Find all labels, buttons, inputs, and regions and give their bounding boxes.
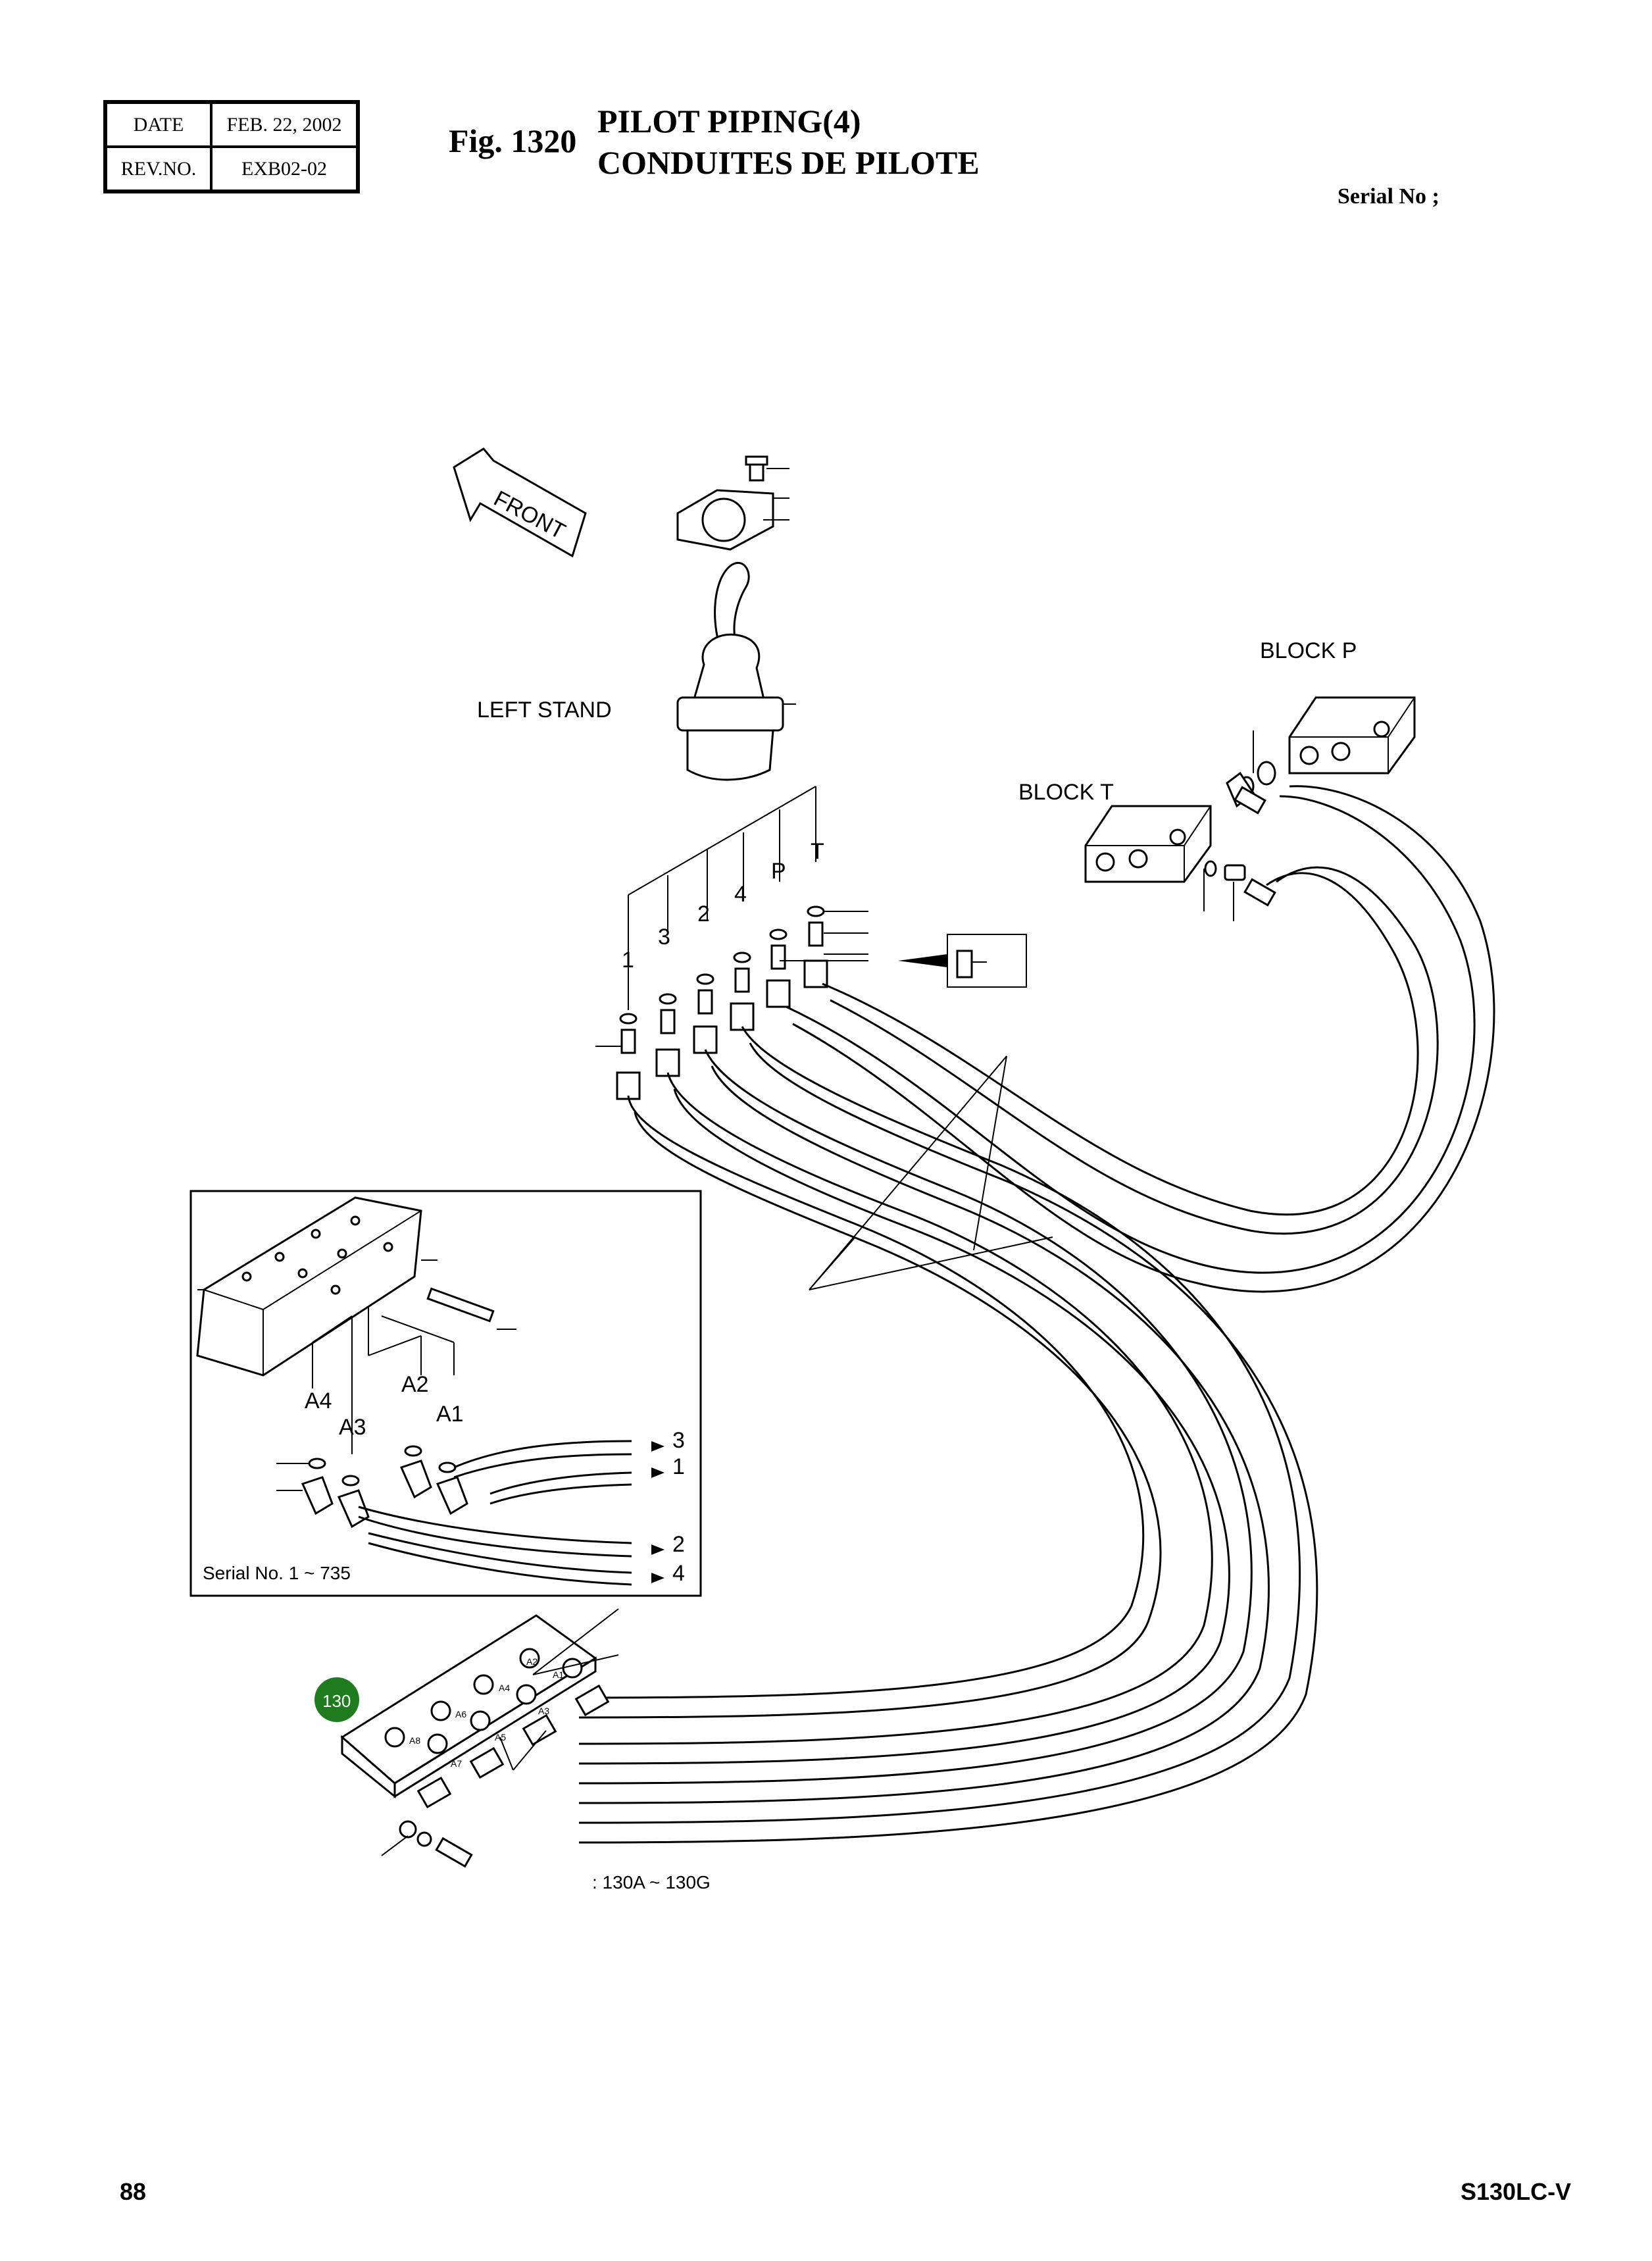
manifold-port-a2: A2 [526,1656,538,1667]
callout-130-badge [314,1677,359,1722]
range-note: : 130A ~ 130G [592,1872,711,1893]
serial-number-label: Serial No ; [1338,184,1439,209]
port-label-p: P [771,859,786,884]
date-value: FEB. 22, 2002 [211,103,357,147]
manifold-port-a6: A6 [455,1709,466,1719]
manifold-port-a8: A8 [409,1735,420,1746]
port-leader-tree: 1 3 2 4 P T [622,786,824,1010]
inset-port-a4: A4 [305,1388,332,1413]
inset-port-a3: A3 [339,1415,366,1440]
rev-value: EXB02-02 [211,147,357,191]
rev-label: REV.NO. [106,147,211,191]
mounting-hardware [676,455,789,551]
page-title: PILOT PIPING(4) [597,103,861,140]
manifold-port-a7: A7 [451,1758,462,1769]
manifold-port-a1: A1 [553,1669,564,1680]
manifold-port-a4: A4 [499,1683,510,1693]
port-label-t: T [811,839,824,864]
front-arrow: FRONT [453,447,587,558]
block-t: BLOCK T [1018,780,1246,921]
page-subtitle: CONDUITES DE PILOTE [597,144,980,181]
port-label-2: 2 [697,902,710,927]
figure-number: Fig. 1320 [449,122,577,159]
inset-hose-2: 2 [672,1532,685,1557]
model-name: S130LC-V [1461,2178,1572,2205]
serial-inset: A4 A3 A2 A1 3 1 2 4 Serial No. 1 ~ 735 [189,1190,702,1597]
joystick-assembly: LEFT STAND [477,561,796,781]
port-label-3: 3 [658,925,670,950]
inset-port-a1: A1 [436,1402,464,1427]
port-label-1: 1 [622,948,634,973]
date-label: DATE [106,103,211,147]
fitting-detail [898,934,1027,988]
left-stand-label: LEFT STAND [477,698,612,723]
inset-hose-3: 3 [672,1428,685,1453]
manifold-port-a3: A3 [538,1706,549,1716]
inset-hose-4: 4 [672,1561,685,1586]
port-label-4: 4 [734,882,747,907]
inset-hose-1: 1 [672,1454,685,1479]
revision-table: DATE FEB. 22, 2002 REV.NO. EXB02-02 [103,100,360,193]
block-t-label: BLOCK T [1018,780,1114,805]
hoses-to-manifold [578,1026,1318,1844]
manifold-assembly: A8 A7 A6 A5 A4 A3 A2 A1 130 : 130A ~ 130… [314,1608,711,1893]
page-number: 88 [120,2178,147,2205]
block-p: BLOCK P [1226,638,1416,808]
callout-130-label: 130 [322,1691,351,1711]
inset-port-a2: A2 [401,1372,429,1397]
port-fittings [595,905,868,1100]
block-p-label: BLOCK P [1260,638,1357,663]
inset-serial-range: Serial No. 1 ~ 735 [203,1563,351,1583]
